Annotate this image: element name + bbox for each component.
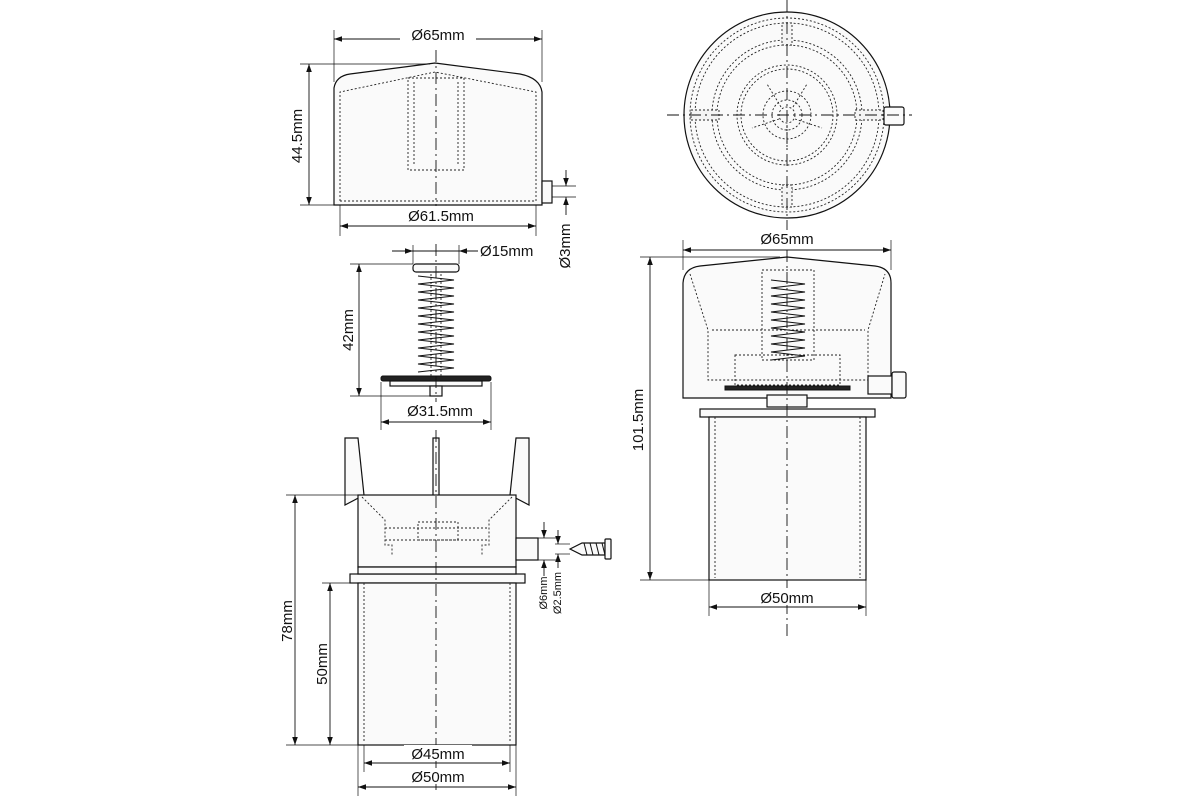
assembled-diameter-dimension: Ø65mm bbox=[682, 230, 892, 270]
body-pipe bbox=[357, 582, 517, 746]
top-view-pin bbox=[883, 106, 905, 126]
assembled-diameter-label: Ø65mm bbox=[760, 231, 813, 248]
pipe-inner-diameter-label: Ø45mm bbox=[411, 746, 464, 763]
body-side-port bbox=[515, 537, 539, 561]
assembled-height-dimension: 101.5mm bbox=[630, 256, 780, 581]
spring-height-dimension: 42mm bbox=[340, 263, 430, 397]
cap-pin-label: Ø3mm bbox=[557, 224, 574, 269]
screw-diameter-label: Ø6mm bbox=[538, 577, 550, 610]
assembled-flange bbox=[699, 408, 876, 418]
mounting-screw bbox=[568, 538, 612, 560]
valve-body bbox=[344, 437, 539, 746]
spring-height-label: 42mm bbox=[340, 309, 357, 351]
assembled-pipe-diameter-label: Ø50mm bbox=[760, 590, 813, 607]
cap-inner-diameter-label: Ø61.5mm bbox=[408, 208, 474, 225]
body-height-label: 78mm bbox=[279, 600, 296, 642]
pipe-height-label: 50mm bbox=[314, 643, 331, 685]
assembled-view bbox=[682, 256, 907, 581]
cap-inner-diameter-dimension: Ø61.5mm bbox=[339, 205, 537, 236]
seal-diameter-label: Ø31.5mm bbox=[407, 403, 473, 420]
pipe-height-dimension: 50mm bbox=[314, 582, 350, 745]
cap-height-dimension: 44.5mm bbox=[289, 63, 430, 206]
pipe-outer-diameter-label: Ø50mm bbox=[411, 769, 464, 786]
body-flange bbox=[349, 573, 526, 584]
pipe-inner-diameter-dimension: Ø45mm bbox=[363, 745, 511, 772]
assembled-port bbox=[867, 375, 893, 395]
screw-core-label: Ø2.5mm bbox=[552, 572, 564, 614]
seal-diameter-dimension: Ø31.5mm bbox=[380, 382, 492, 430]
cap-height-label: 44.5mm bbox=[289, 109, 306, 163]
stem-diameter-label: Ø15mm bbox=[480, 243, 533, 260]
cap-pin bbox=[541, 180, 553, 204]
spring-coil bbox=[417, 275, 455, 373]
assembled-height-label: 101.5mm bbox=[630, 389, 647, 452]
assembled-pipe-diameter-dimension: Ø50mm bbox=[708, 580, 867, 616]
body-height-dimension: 78mm bbox=[279, 494, 358, 746]
assembled-spring bbox=[770, 279, 806, 361]
cap-diameter-dimension: Ø65mm bbox=[333, 24, 543, 82]
pipe-outer-diameter-dimension: Ø50mm bbox=[357, 745, 517, 796]
screw-dimensions: Ø6mm Ø2.5mm bbox=[538, 522, 570, 614]
assembled-pipe bbox=[708, 416, 867, 581]
cap-pin-dimension: Ø3mm bbox=[552, 170, 576, 269]
cap-side-view bbox=[333, 62, 553, 206]
cap-diameter-label: Ø65mm bbox=[411, 27, 464, 44]
stem-diameter-dimension: Ø15mm bbox=[392, 243, 533, 264]
